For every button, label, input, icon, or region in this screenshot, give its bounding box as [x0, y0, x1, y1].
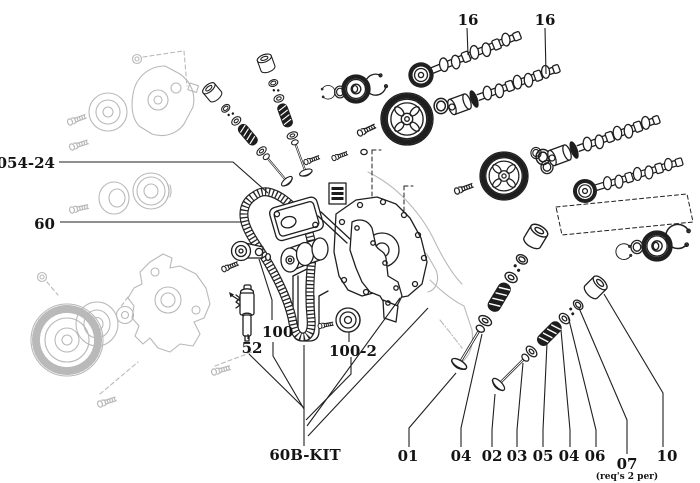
ghost-tensioner-bracket-assembly [66, 50, 200, 152]
camshaft-1 [403, 22, 527, 93]
label-07: 07 [617, 455, 638, 473]
service-kit-dashed-box [555, 193, 694, 236]
cam-seal [433, 97, 449, 115]
mount-bolt [302, 153, 322, 166]
label-100: 100 [262, 323, 293, 341]
label-06: 06 [585, 447, 606, 465]
label-03: 03 [507, 447, 528, 465]
water-pump-pulley [280, 237, 329, 273]
label-16-left: 16 [458, 11, 479, 29]
label-100-2: 100-2 [329, 342, 377, 360]
instruction-sticker [328, 182, 347, 205]
belt-tensioner-pulley [220, 240, 272, 274]
callout-labels: 054-24 60 16 16 100 52 100-2 60B-KIT 01 … [0, 11, 677, 482]
camshaft-sprocket-left [381, 93, 433, 145]
label-16-right: 16 [535, 11, 556, 29]
idler-pulley [317, 307, 361, 333]
label-05: 05 [533, 447, 554, 465]
hydraulic-tensioner [229, 284, 255, 342]
label-054-24: 054-24 [0, 154, 55, 172]
sprocket-bolt [355, 122, 378, 138]
small-plug [360, 148, 368, 156]
camshaft-2 [445, 58, 563, 118]
label-02: 02 [482, 447, 503, 465]
label-04-first: 04 [451, 447, 472, 465]
label-07-note: (req's 2 per) [596, 471, 658, 482]
mount-bolt [330, 149, 350, 162]
ghost-fan-clutch-water-pump [30, 253, 253, 409]
sprocket-bolt [453, 181, 475, 196]
camshaft-sprocket-right [480, 152, 528, 200]
cam-gear-small-cluster [320, 70, 390, 105]
label-60: 60 [34, 215, 55, 233]
label-52: 52 [242, 339, 263, 357]
label-04-second: 04 [559, 447, 580, 465]
callout-lines [59, 27, 664, 454]
label-10: 10 [657, 447, 678, 465]
label-01: 01 [398, 447, 419, 465]
camshaft-3 [545, 109, 663, 169]
ghost-idler-pulleys [68, 172, 172, 215]
camshaft-4 [569, 148, 688, 207]
tensioner-cover-plate [269, 196, 324, 242]
support-strut [317, 211, 351, 244]
rear-cam-gear-cluster [615, 220, 694, 263]
label-60b-kit: 60B-KIT [269, 446, 341, 464]
